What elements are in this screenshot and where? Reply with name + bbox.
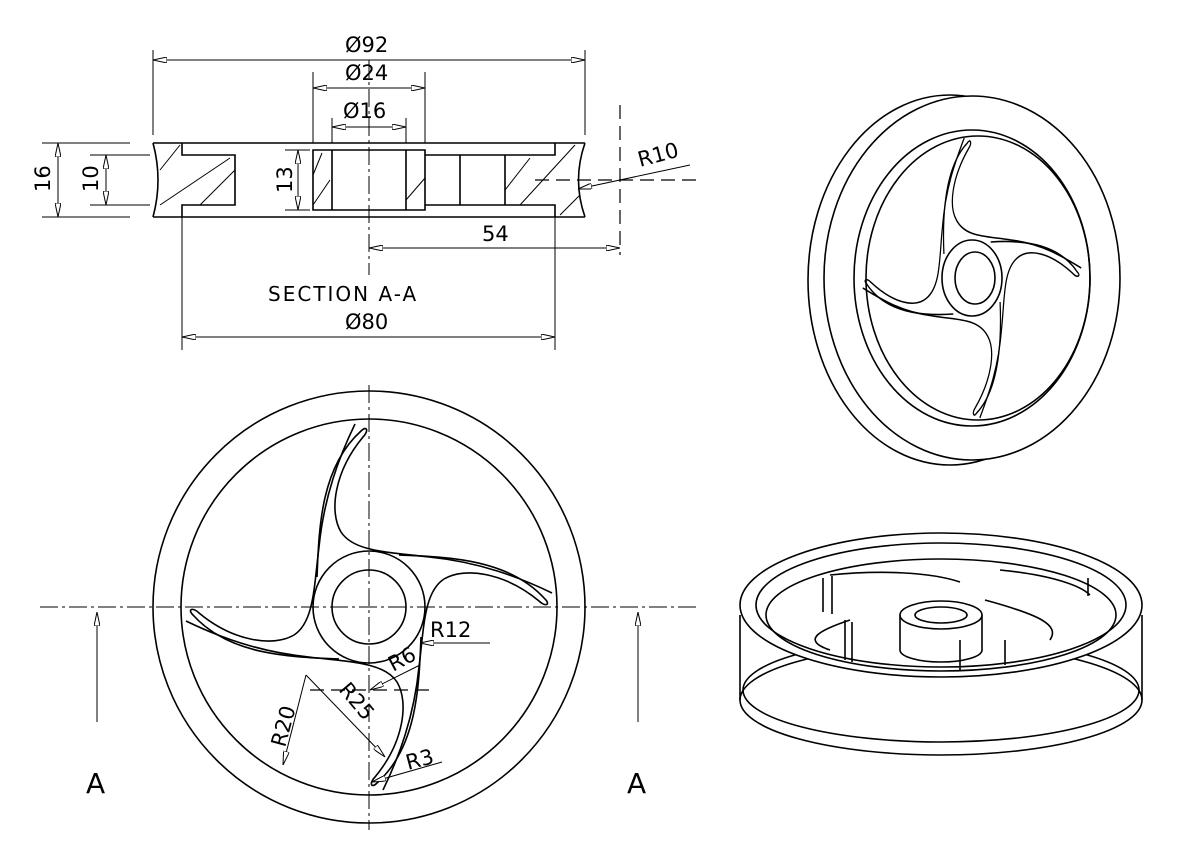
dim-13: 13: [273, 166, 297, 193]
dim-54: 54: [482, 222, 509, 246]
dim-r6: R6: [384, 642, 420, 676]
front-view: R12 R6 R25 R20 R3 A A: [40, 385, 700, 830]
dim-16: 16: [31, 165, 55, 192]
dim-dia-24: Ø24: [345, 61, 388, 85]
dim-r10: R10: [635, 138, 681, 172]
dim-dia-16: Ø16: [343, 99, 386, 123]
dim-10: 10: [79, 165, 103, 192]
dim-r12: R12: [430, 618, 471, 642]
section-view: Ø92 Ø24 Ø16 16 10 13 R10 54 SECTION A-A …: [31, 33, 700, 350]
isometric-view-top: [739, 532, 1143, 756]
section-marker-left: A: [86, 767, 105, 800]
section-marker-right: A: [627, 767, 646, 800]
section-title: SECTION A-A: [268, 282, 418, 306]
dim-dia-92: Ø92: [345, 33, 388, 57]
dim-r3: R3: [403, 744, 436, 774]
dim-r20: R20: [267, 703, 301, 749]
isometric-view-front: [807, 94, 1121, 466]
dim-r25: R25: [334, 678, 379, 725]
dim-dia-80: Ø80: [345, 310, 388, 334]
